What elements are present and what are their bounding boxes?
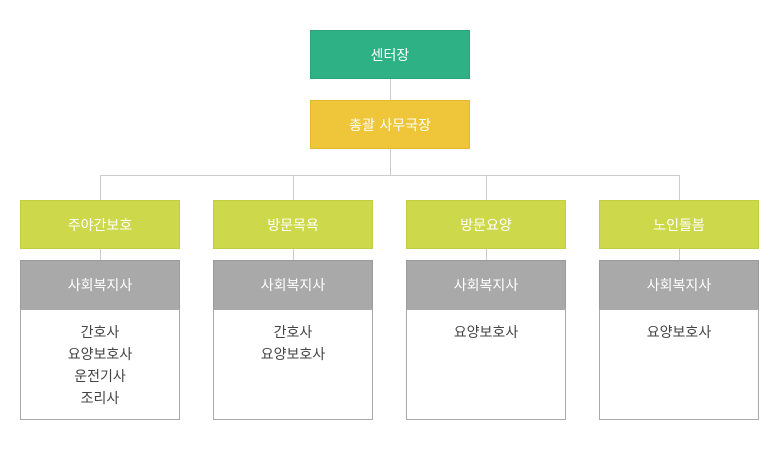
staff-item: 요양보호사 (260, 347, 326, 363)
staff-item: 간호사 (80, 325, 120, 341)
staff-item: 요양보호사 (67, 347, 133, 363)
connector-head-general (390, 79, 391, 100)
connector-horizontal-bar (100, 175, 680, 176)
general-secretary-label: 총괄 사무국장 (349, 117, 431, 134)
department-label: 노인돌봄 (653, 217, 705, 234)
staff-list: 간호사 요양보호사 운전기사 조리사 (20, 309, 180, 420)
staff-item: 요양보호사 (646, 325, 712, 341)
department-label: 방문목욕 (267, 217, 319, 234)
general-secretary-box: 총괄 사무국장 (310, 100, 470, 149)
connector-dept-role-4 (679, 249, 680, 260)
department-visiting-bath: 방문목욕 (213, 200, 373, 249)
role-label: 사회복지사 (453, 278, 519, 294)
department-elderly-care: 노인돌봄 (599, 200, 759, 249)
department-day-night-care: 주야간보호 (20, 200, 180, 249)
staff-item: 간호사 (273, 325, 313, 341)
center-director-label: 센터장 (370, 47, 410, 64)
connector-drop-4 (679, 175, 680, 200)
role-label: 사회복지사 (67, 278, 133, 294)
role-label: 사회복지사 (260, 278, 326, 294)
center-director-box: 센터장 (310, 30, 470, 79)
role-social-worker: 사회복지사 (406, 260, 566, 310)
role-social-worker: 사회복지사 (213, 260, 373, 310)
connector-drop-1 (100, 175, 101, 200)
staff-item: 운전기사 (74, 369, 126, 385)
role-social-worker: 사회복지사 (20, 260, 180, 310)
staff-item: 요양보호사 (453, 325, 519, 341)
department-label: 방문요양 (460, 217, 512, 234)
staff-list: 간호사 요양보호사 (213, 309, 373, 420)
connector-drop-3 (486, 175, 487, 200)
department-label: 주야간보호 (67, 217, 133, 234)
role-label: 사회복지사 (646, 278, 712, 294)
staff-list: 요양보호사 (406, 309, 566, 420)
connector-general-trunk (390, 149, 391, 175)
department-visiting-care: 방문요양 (406, 200, 566, 249)
role-social-worker: 사회복지사 (599, 260, 759, 310)
connector-drop-2 (293, 175, 294, 200)
connector-dept-role-2 (293, 249, 294, 260)
staff-list: 요양보호사 (599, 309, 759, 420)
connector-dept-role-3 (486, 249, 487, 260)
connector-dept-role-1 (100, 249, 101, 260)
staff-item: 조리사 (80, 391, 120, 407)
